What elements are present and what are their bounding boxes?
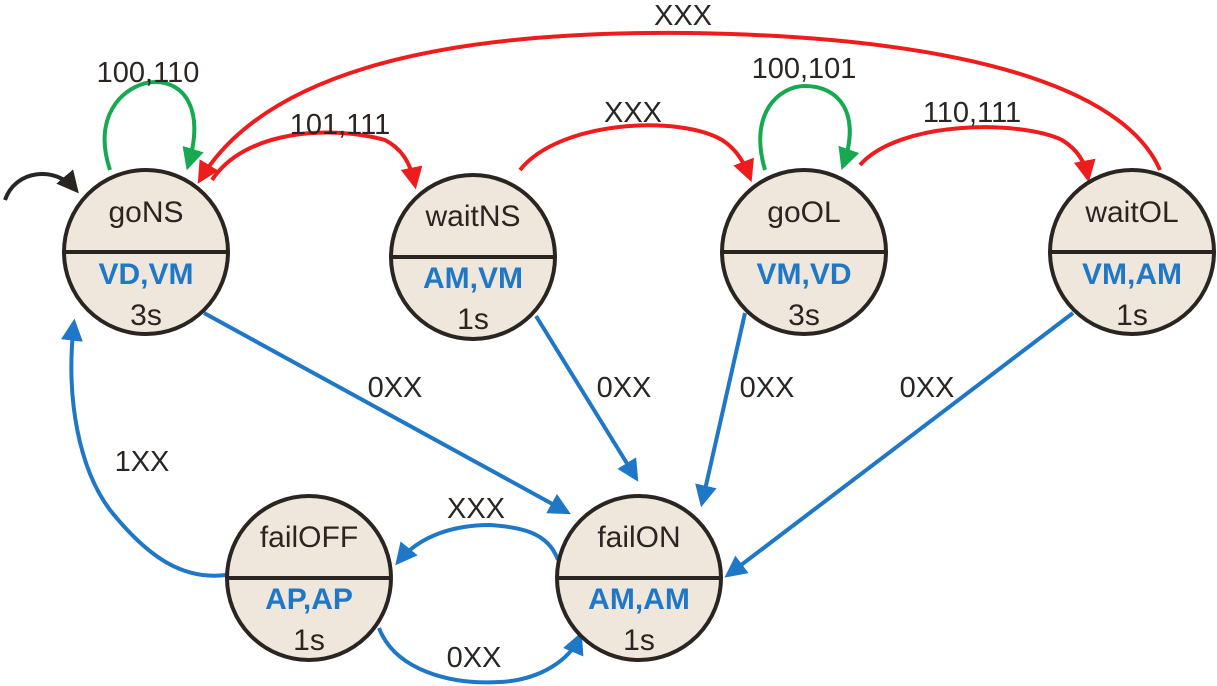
label-failoff-to-gons: 1XX [115, 446, 170, 478]
label-gons-to-failon: 0XX [368, 372, 423, 404]
state-gons-outputs: VD,VM [98, 258, 193, 291]
label-gons-to-waitns: 101,111 [290, 109, 391, 141]
state-failoff-time: 1s [293, 624, 325, 657]
edge-gons-to-failon [203, 311, 571, 515]
state-waitol-name: waitOL [1084, 196, 1178, 229]
label-gons-self: 100,110 [97, 57, 200, 89]
edge-failoff-to-failon [377, 627, 584, 685]
state-waitns-time: 1s [457, 303, 489, 336]
label-waitns-to-gool: XXX [604, 97, 662, 129]
state-waitol: waitOL VM,AM 1s [1048, 168, 1216, 336]
edge-failon-to-failoff [395, 522, 560, 566]
state-failon: failON AM,AM 1s [555, 494, 723, 662]
state-failoff-name: failOFF [260, 521, 358, 554]
edge-gool-self [758, 83, 860, 171]
label-waitol-to-gons: XXX [654, 0, 712, 32]
state-failon-time: 1s [623, 624, 655, 657]
edge-waitns-to-failon [534, 314, 639, 482]
edge-gool-to-failon [695, 312, 747, 508]
edge-failoff-to-gons [61, 318, 227, 578]
edge-gons-self [102, 79, 204, 171]
edge-waitol-to-failon [724, 311, 1075, 578]
edge-gons-to-waitns [210, 130, 423, 190]
label-gool-self: 100,101 [752, 53, 857, 85]
edge-waitns-to-gool [518, 123, 754, 183]
state-gons-name: goNS [108, 196, 183, 229]
state-gool-name: goOL [767, 196, 840, 229]
edge-gool-to-waitol [858, 125, 1096, 183]
edge-waitol-to-gons [197, 30, 1162, 184]
state-gool: goOL VM,VD 3s [720, 168, 888, 336]
state-gool-outputs: VM,VD [756, 258, 851, 291]
state-gons: goNS VD,VM 3s [62, 168, 230, 336]
initial-arrow [3, 169, 79, 201]
label-waitol-to-failon: 0XX [900, 372, 955, 404]
state-gool-time: 3s [788, 299, 820, 332]
state-waitns-outputs: AM,VM [423, 262, 523, 295]
label-gool-to-failon: 0XX [740, 372, 795, 404]
state-waitns-name: waitNS [424, 200, 520, 233]
state-waitol-outputs: VM,AM [1082, 258, 1182, 291]
state-failoff: failOFF AP,AP 1s [225, 494, 393, 662]
state-waitns: waitNS AM,VM 1s [389, 173, 557, 341]
label-failon-to-failoff: XXX [447, 493, 505, 525]
state-failon-name: failON [597, 521, 680, 554]
label-failoff-to-failon: 0XX [447, 642, 502, 674]
state-gons-time: 3s [130, 299, 162, 332]
label-gool-to-waitol: 110,111 [923, 97, 1021, 129]
state-failoff-outputs: AP,AP [265, 583, 353, 616]
state-failon-outputs: AM,AM [588, 583, 690, 616]
label-waitns-to-failon: 0XX [597, 372, 652, 404]
state-waitol-time: 1s [1116, 299, 1148, 332]
